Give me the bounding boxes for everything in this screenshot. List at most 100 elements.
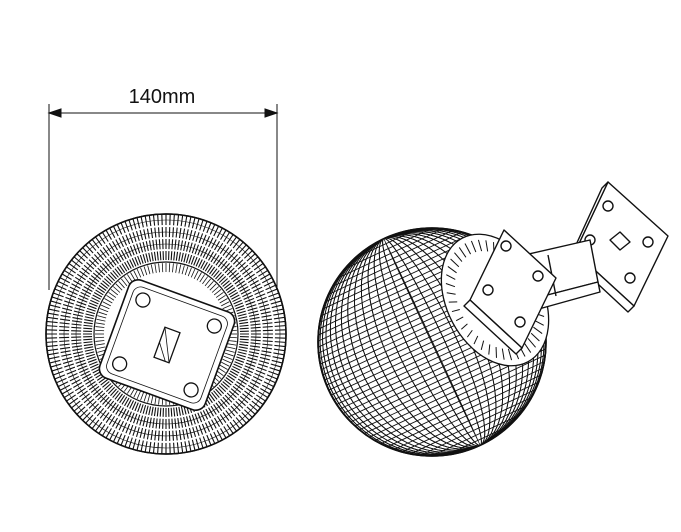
cavity-hatch-line — [495, 347, 497, 358]
disc-inner-ray — [104, 298, 113, 304]
cavity-hatch-line — [464, 243, 472, 255]
disc-radial-pattern — [46, 214, 286, 454]
disc-ring — [51, 219, 281, 449]
disc-ray — [109, 399, 132, 441]
disc-inner-ray — [147, 393, 151, 403]
disc-ring-gap — [69, 237, 263, 431]
waveguide-assembly — [463, 181, 669, 355]
disc-inner-ray — [102, 301, 111, 307]
bolt-hole-icon — [514, 316, 526, 328]
disc-inner-ray — [184, 266, 189, 276]
disc-inner-ray — [143, 392, 148, 402]
arrowhead-left — [47, 108, 62, 118]
disc-inner-ray — [99, 308, 109, 313]
disc-ray — [71, 259, 109, 289]
cavity-hatch-line — [501, 348, 505, 360]
disc-ray — [233, 363, 276, 384]
disc-inner-ray — [219, 298, 228, 304]
disc-inner-ray — [202, 276, 209, 285]
disc-ray — [161, 407, 164, 454]
disc-inner-ray — [227, 340, 237, 342]
cavity-hatch-line — [454, 252, 463, 262]
dimension-line — [47, 104, 279, 290]
disc-ray — [223, 379, 261, 409]
disc-ray — [124, 403, 142, 447]
disc-ray — [206, 234, 234, 273]
cavity-hatch-line — [445, 283, 456, 288]
sphere-parallel — [419, 405, 527, 456]
disc-inner-ray — [112, 286, 121, 293]
disc-ray — [239, 329, 286, 332]
disc-inner-ray — [223, 355, 233, 360]
cavity-hatch-line — [446, 292, 456, 295]
sphere-parallel — [354, 228, 418, 259]
disc-ray — [220, 383, 256, 415]
disc-ray — [112, 400, 135, 443]
disc-inner-ray — [133, 270, 139, 279]
cavity-hatch-line — [451, 309, 460, 313]
sphere-parallel — [325, 234, 471, 303]
disc-ray — [79, 250, 114, 283]
disc-ray — [46, 341, 93, 348]
cavity-hatch-line — [534, 320, 544, 326]
disc-inner-ray — [213, 289, 222, 296]
disc-inner-ray — [96, 346, 106, 350]
bolt-hole-icon — [135, 292, 151, 308]
sphere-parallel — [431, 414, 520, 456]
disc-inner-ray — [175, 263, 178, 273]
disc-ray — [168, 214, 171, 261]
disc-ray — [197, 225, 220, 268]
disc-inner-ray — [154, 263, 157, 273]
disc-inner-ray — [204, 278, 211, 287]
disc-inner-ray — [97, 315, 107, 319]
disc-ray — [168, 407, 171, 454]
cavity-hatch-line — [480, 340, 485, 351]
aperture-hatch — [164, 327, 170, 363]
disc-ray — [204, 396, 231, 437]
sphere-parallel — [374, 361, 545, 441]
disc-inner-ray — [222, 304, 232, 310]
disc-ray — [178, 406, 188, 453]
sphere-outline-top — [317, 227, 547, 457]
disc-inner-ray — [147, 265, 151, 275]
disc-inner-ray — [222, 358, 232, 364]
disc-inner-ray — [140, 391, 145, 401]
disc-inner-ray — [187, 267, 192, 277]
bolt-hole-icon — [624, 272, 636, 284]
disc-inner-ray — [217, 367, 226, 374]
cavity-hatch-line — [530, 332, 540, 342]
disc-inner-ray — [108, 291, 117, 298]
disc-inner-ray — [150, 264, 154, 274]
cavity-hatch-line — [527, 338, 536, 348]
cavity-hatch-line — [447, 266, 457, 274]
cavity-hatch-line — [450, 258, 460, 268]
disc-ray — [238, 312, 285, 322]
disc-inner-ray — [209, 283, 217, 291]
cavity-hatch-line — [446, 274, 456, 280]
cavity-hatch-line — [458, 247, 467, 258]
arrowhead-right — [264, 108, 279, 118]
bolt-hole-icon — [112, 356, 128, 372]
disc-inner-ray — [217, 294, 226, 301]
cavity-texture — [445, 239, 545, 361]
cavity-hatch-line — [460, 323, 468, 330]
cavity-hatch-line — [455, 316, 464, 322]
disc-ray — [215, 244, 247, 280]
disc-inner-ray — [196, 272, 202, 281]
disc-ray — [140, 216, 152, 262]
disc-inner-ray — [221, 301, 230, 307]
disc-ray — [46, 325, 93, 330]
bolt-hole-icon — [183, 382, 199, 398]
disc-ray — [239, 336, 286, 339]
disc-inner-ray — [130, 272, 136, 281]
disc-ray — [233, 284, 276, 305]
disc-inner-ray — [158, 263, 160, 273]
disc-inner-ray — [95, 326, 105, 328]
disc-inner-ray — [143, 266, 148, 276]
disc-inner-ray — [95, 322, 105, 325]
disc-inner-ray — [95, 343, 105, 346]
bolt-hole-icon — [482, 284, 494, 296]
disc-ray — [85, 244, 117, 280]
disc-inner-ray — [172, 263, 174, 273]
